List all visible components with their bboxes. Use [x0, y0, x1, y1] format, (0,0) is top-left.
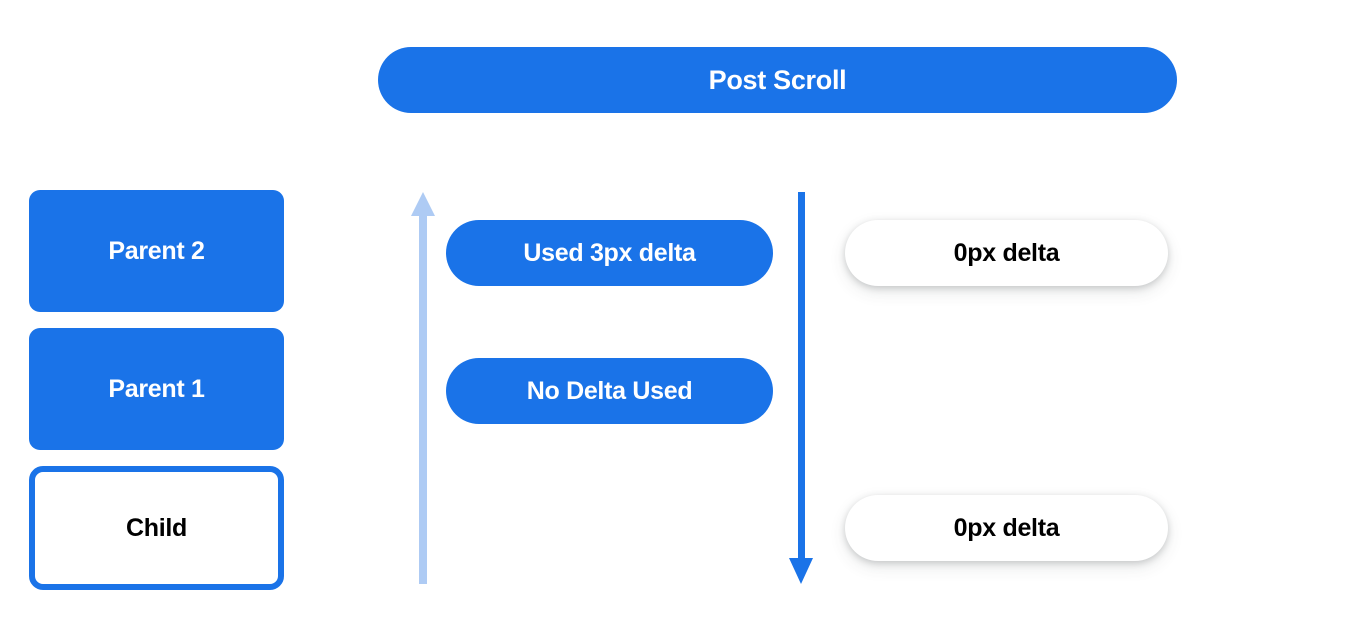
- stack-box-parent-2: Parent 2: [29, 190, 284, 312]
- stack-box-child: Child: [29, 466, 284, 590]
- stack-box-parent-1: Parent 1: [29, 328, 284, 450]
- pill-zero-delta-top: 0px delta: [845, 220, 1168, 286]
- pill-no-delta-used: No Delta Used: [446, 358, 773, 424]
- scroll-down-arrow-icon: [789, 192, 813, 584]
- pill-zero-delta-bottom: 0px delta: [845, 495, 1168, 561]
- page-title: Post Scroll: [378, 47, 1177, 113]
- pill-used-delta: Used 3px delta: [446, 220, 773, 286]
- scroll-up-arrow-icon: [411, 192, 435, 584]
